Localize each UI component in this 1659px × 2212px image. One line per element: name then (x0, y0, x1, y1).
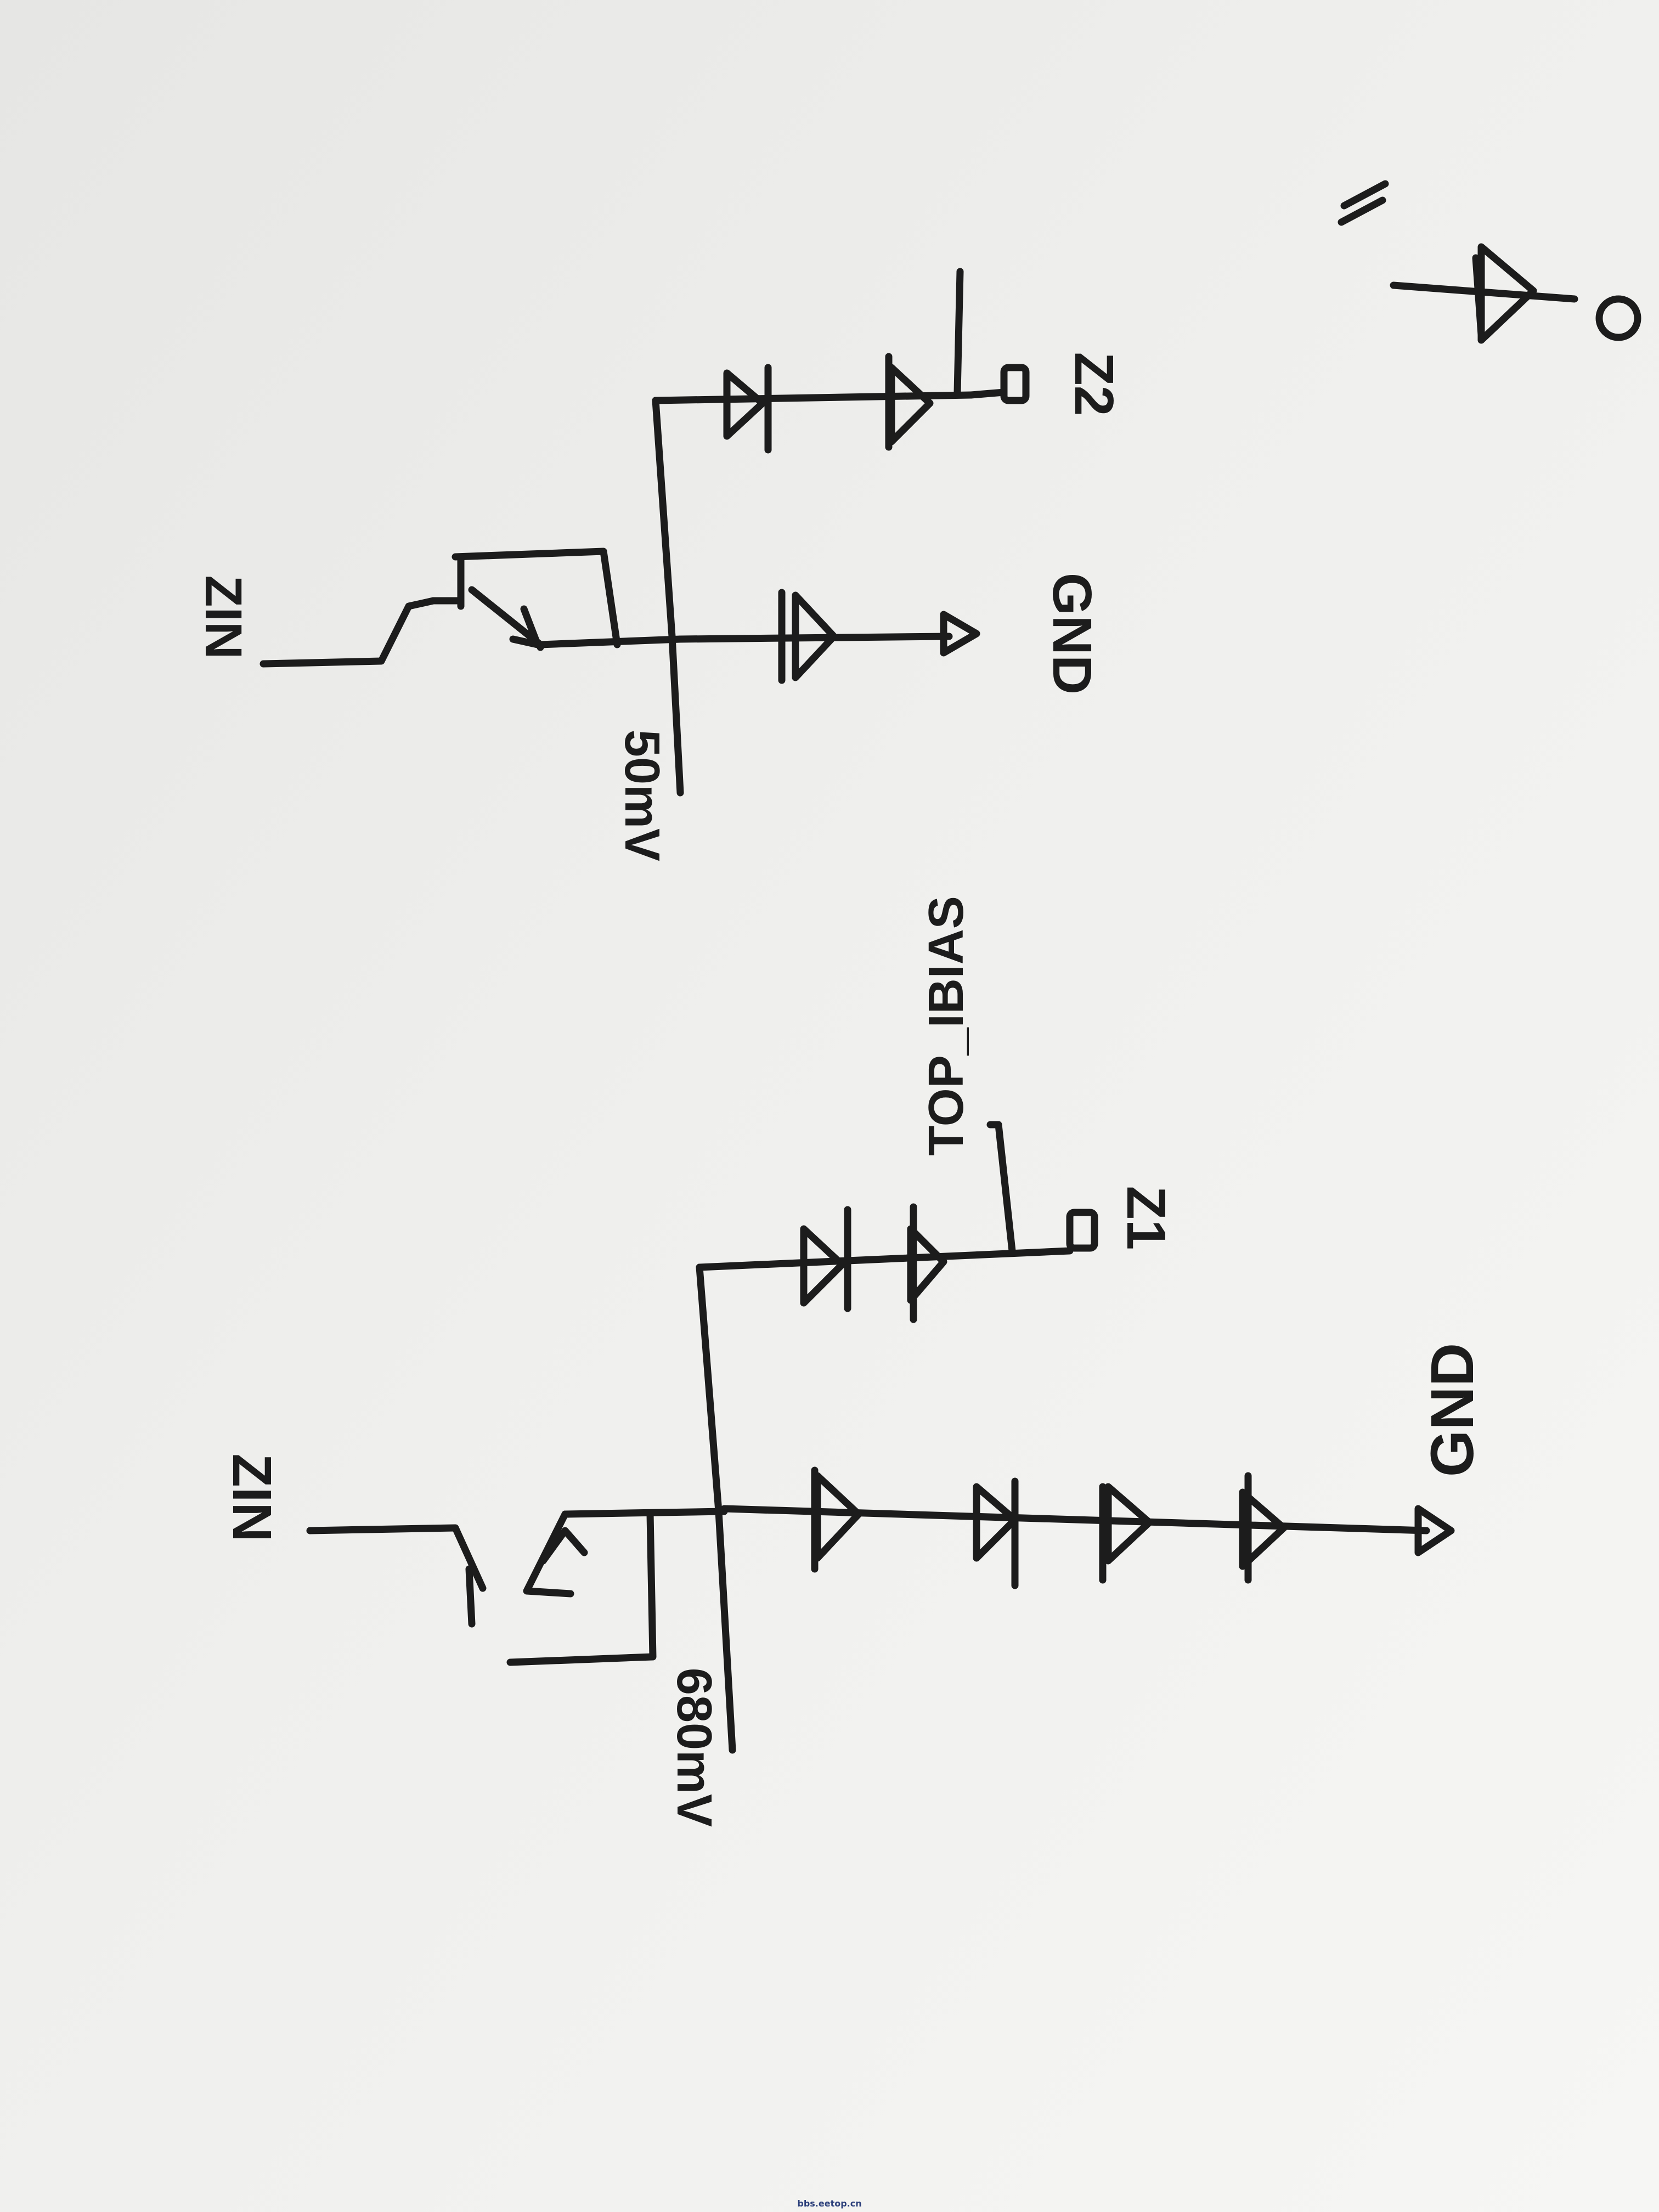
diode-left-g4 (1239, 1472, 1288, 1584)
gnd-branch-left (720, 1505, 1430, 1534)
bus-left (696, 1263, 736, 1754)
labels: ZIN 50mV GND Z2 ZIN 680mV TOP_IBIAS Z1 G… (194, 352, 1486, 1827)
label-gnd-left: GND (1419, 1343, 1486, 1477)
gnd-arrow-right (940, 611, 980, 657)
top-wire-right (953, 268, 964, 396)
input-wire-right (259, 597, 437, 668)
label-z2: Z2 (1063, 352, 1125, 416)
input-wire-left (306, 1524, 487, 1592)
label-top-ibias: TOP_IBIAS (919, 896, 974, 1155)
branch-wire-z1 (696, 1247, 1074, 1271)
circuit-z1 (306, 1121, 1455, 1754)
side-sketch (1338, 180, 1641, 344)
diode-left-g1 (811, 1466, 862, 1573)
watermark: bbs.eetop.cn (797, 2198, 862, 2209)
diode-right-d1 (723, 364, 772, 454)
diode-right-d2 (885, 353, 934, 451)
circuit-z2 (259, 268, 1030, 797)
mos-body-right (452, 548, 621, 648)
drain-wire-left (561, 1508, 728, 1518)
diode-left-d1 (800, 1206, 851, 1312)
mos-body-left (506, 1510, 657, 1666)
diode-right-gnd (778, 589, 838, 684)
label-zin-left: ZIN (221, 1453, 283, 1542)
bus-right (652, 397, 684, 797)
label-z1: Z1 (1115, 1186, 1177, 1250)
top-wire-left (986, 1121, 1016, 1255)
label-zin-right: ZIN (194, 575, 252, 659)
gnd-arrow-left (1414, 1505, 1455, 1556)
diode-left-g2 (973, 1477, 1019, 1589)
label-50mv: 50mV (614, 730, 669, 861)
mos-arrow-left (539, 1527, 588, 1565)
ink-drawing (259, 180, 1641, 1754)
diode-left-g3 (1099, 1483, 1153, 1584)
pad-z2 (1000, 364, 1030, 404)
mos-gate-left (465, 1565, 476, 1628)
pad-z1 (1066, 1209, 1098, 1252)
diode-left-d2 (907, 1203, 947, 1323)
drain-wire-right (537, 635, 684, 648)
label-680mv: 680mV (667, 1668, 721, 1827)
gnd-branch-right (676, 633, 953, 643)
label-gnd-right: GND (1041, 573, 1103, 695)
